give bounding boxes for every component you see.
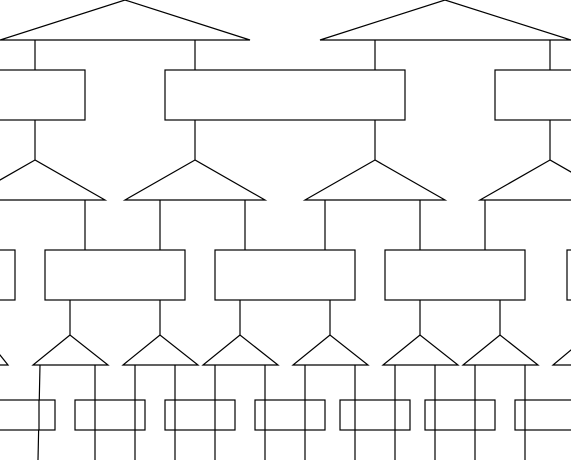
triangle-node	[477, 159, 571, 201]
box-node	[339, 399, 411, 431]
box-node	[164, 399, 236, 431]
box-node	[494, 69, 571, 121]
level-4-boxes	[0, 249, 571, 301]
level-6-boxes	[0, 399, 571, 431]
triangle-node	[31, 334, 110, 366]
box-through-lines	[38, 400, 526, 430]
level-1-triangles	[0, 0, 571, 41]
box-node	[164, 69, 406, 121]
triangle-node	[0, 159, 108, 201]
level-2-boxes	[0, 69, 571, 121]
triangle-node	[122, 159, 268, 201]
triangle-node	[0, 0, 251, 41]
box-node	[44, 249, 186, 301]
triangle-node	[0, 354, 10, 366]
triangle-node	[121, 334, 200, 366]
box-node	[384, 249, 526, 301]
box-node	[566, 249, 571, 301]
triangle-node	[461, 334, 540, 366]
triangle-node	[319, 0, 571, 41]
box-node	[74, 399, 146, 431]
triangle-node	[381, 334, 460, 366]
box-node	[424, 399, 496, 431]
box-node	[214, 249, 356, 301]
triangle-node	[291, 334, 370, 366]
level-5-triangles	[0, 334, 571, 366]
box-node	[0, 399, 56, 431]
triangle-node	[551, 349, 571, 366]
level-3-triangles	[0, 159, 571, 201]
box-node	[0, 69, 86, 121]
triangle-node	[302, 159, 448, 201]
box-node	[254, 399, 326, 431]
box-node	[514, 399, 571, 431]
triangle-node	[201, 334, 280, 366]
box-node	[0, 249, 16, 301]
